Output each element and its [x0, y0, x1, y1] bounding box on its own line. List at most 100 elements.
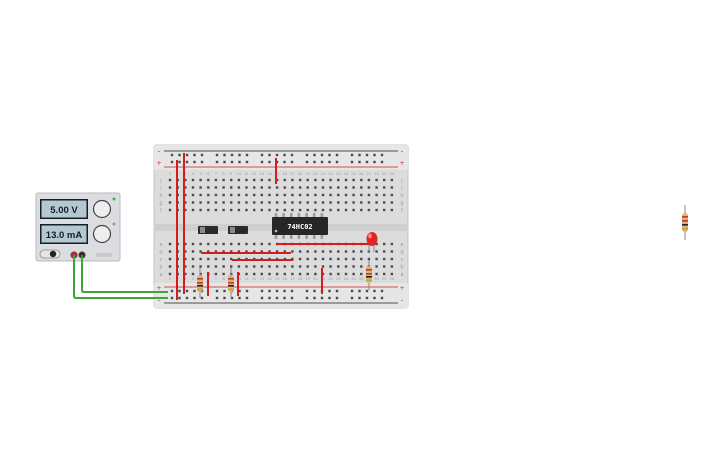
ic-74hc02[interactable]: 74HC02 — [272, 213, 328, 239]
terminal-hole[interactable] — [283, 193, 286, 197]
terminal-hole[interactable] — [245, 193, 248, 197]
terminal-hole[interactable] — [168, 178, 172, 182]
rail-hole[interactable] — [275, 289, 279, 293]
terminal-hole[interactable] — [253, 250, 256, 253]
terminal-hole[interactable] — [383, 257, 386, 261]
rail-hole[interactable] — [223, 160, 226, 164]
terminal-hole[interactable] — [291, 201, 294, 204]
rail-hole[interactable] — [335, 160, 339, 164]
terminal-hole[interactable] — [191, 272, 195, 276]
terminal-hole[interactable] — [230, 201, 233, 204]
terminal-hole[interactable] — [390, 242, 394, 246]
terminal-hole[interactable] — [367, 208, 371, 212]
terminal-hole[interactable] — [222, 242, 225, 246]
terminal-hole[interactable] — [383, 242, 386, 246]
terminal-hole[interactable] — [298, 265, 302, 268]
rail-hole[interactable] — [170, 296, 174, 300]
terminal-hole[interactable] — [253, 242, 256, 246]
terminal-hole[interactable] — [268, 178, 271, 182]
terminal-hole[interactable] — [191, 265, 195, 268]
rail-hole[interactable] — [335, 289, 339, 293]
terminal-hole[interactable] — [360, 201, 363, 204]
rail-hole[interactable] — [185, 289, 189, 293]
rail-hole[interactable] — [268, 296, 271, 300]
current-knob[interactable] — [92, 224, 112, 244]
terminal-hole[interactable] — [214, 193, 218, 197]
terminal-hole[interactable] — [207, 186, 210, 189]
terminal-hole[interactable] — [222, 208, 225, 212]
rail-hole[interactable] — [238, 289, 241, 293]
terminal-hole[interactable] — [245, 242, 248, 246]
rail-hole[interactable] — [350, 296, 354, 300]
rail-hole[interactable] — [260, 296, 264, 300]
terminal-hole[interactable] — [352, 186, 355, 189]
terminal-hole[interactable] — [230, 242, 233, 246]
rail-hole[interactable] — [238, 296, 241, 300]
positive-lead-wire[interactable] — [73, 255, 168, 299]
red-led[interactable] — [366, 232, 378, 252]
terminal-hole[interactable] — [306, 186, 309, 189]
rail-hole[interactable] — [313, 289, 316, 293]
terminal-hole[interactable] — [383, 250, 386, 253]
terminal-hole[interactable] — [352, 257, 355, 261]
terminal-hole[interactable] — [230, 208, 233, 212]
terminal-hole[interactable] — [268, 208, 271, 212]
terminal-hole[interactable] — [184, 265, 187, 268]
terminal-hole[interactable] — [390, 250, 394, 253]
terminal-hole[interactable] — [275, 272, 279, 276]
terminal-hole[interactable] — [191, 250, 195, 253]
terminal-hole[interactable] — [337, 257, 340, 261]
terminal-hole[interactable] — [214, 272, 218, 276]
terminal-hole[interactable] — [275, 193, 279, 197]
terminal-hole[interactable] — [275, 250, 279, 253]
terminal-hole[interactable] — [207, 257, 210, 261]
terminal-hole[interactable] — [283, 201, 286, 204]
rail-hole[interactable] — [178, 160, 181, 164]
terminal-hole[interactable] — [199, 272, 202, 276]
rail-hole[interactable] — [178, 289, 181, 293]
voltage-knob[interactable] — [92, 199, 112, 219]
rail-hole[interactable] — [230, 160, 234, 164]
rail-hole[interactable] — [193, 160, 196, 164]
terminal-hole[interactable] — [260, 178, 263, 182]
terminal-hole[interactable] — [344, 178, 348, 182]
rail-hole[interactable] — [193, 153, 196, 157]
rail-hole[interactable] — [380, 296, 384, 300]
terminal-hole[interactable] — [168, 242, 172, 246]
rail-hole[interactable] — [313, 153, 316, 157]
terminal-hole[interactable] — [360, 186, 363, 189]
terminal-hole[interactable] — [214, 208, 218, 212]
terminal-hole[interactable] — [306, 201, 309, 204]
rail-hole[interactable] — [328, 289, 331, 293]
supply-leads[interactable] — [73, 255, 168, 299]
terminal-hole[interactable] — [291, 265, 294, 268]
terminal-hole[interactable] — [390, 208, 394, 212]
terminal-hole[interactable] — [306, 272, 309, 276]
terminal-hole[interactable] — [191, 201, 195, 204]
rail-hole[interactable] — [290, 289, 294, 293]
rail-hole[interactable] — [170, 160, 174, 164]
rail-hole[interactable] — [290, 160, 294, 164]
slide-switch-2[interactable] — [228, 226, 248, 234]
terminal-hole[interactable] — [184, 186, 187, 189]
terminal-hole[interactable] — [321, 186, 325, 189]
rail-hole[interactable] — [335, 296, 339, 300]
terminal-hole[interactable] — [168, 250, 172, 253]
terminal-hole[interactable] — [360, 250, 363, 253]
rail-hole[interactable] — [328, 160, 331, 164]
rail-hole[interactable] — [268, 289, 271, 293]
terminal-hole[interactable] — [329, 257, 332, 261]
terminal-hole[interactable] — [268, 242, 271, 246]
terminal-hole[interactable] — [352, 201, 355, 204]
terminal-hole[interactable] — [375, 272, 378, 276]
terminal-hole[interactable] — [222, 265, 225, 268]
terminal-hole[interactable] — [321, 208, 325, 212]
terminal-hole[interactable] — [298, 178, 302, 182]
terminal-hole[interactable] — [253, 178, 256, 182]
terminal-hole[interactable] — [237, 193, 241, 197]
terminal-hole[interactable] — [314, 257, 317, 261]
rail-hole[interactable] — [185, 153, 189, 157]
terminal-hole[interactable] — [344, 257, 348, 261]
rail-hole[interactable] — [193, 289, 196, 293]
terminal-hole[interactable] — [352, 178, 355, 182]
